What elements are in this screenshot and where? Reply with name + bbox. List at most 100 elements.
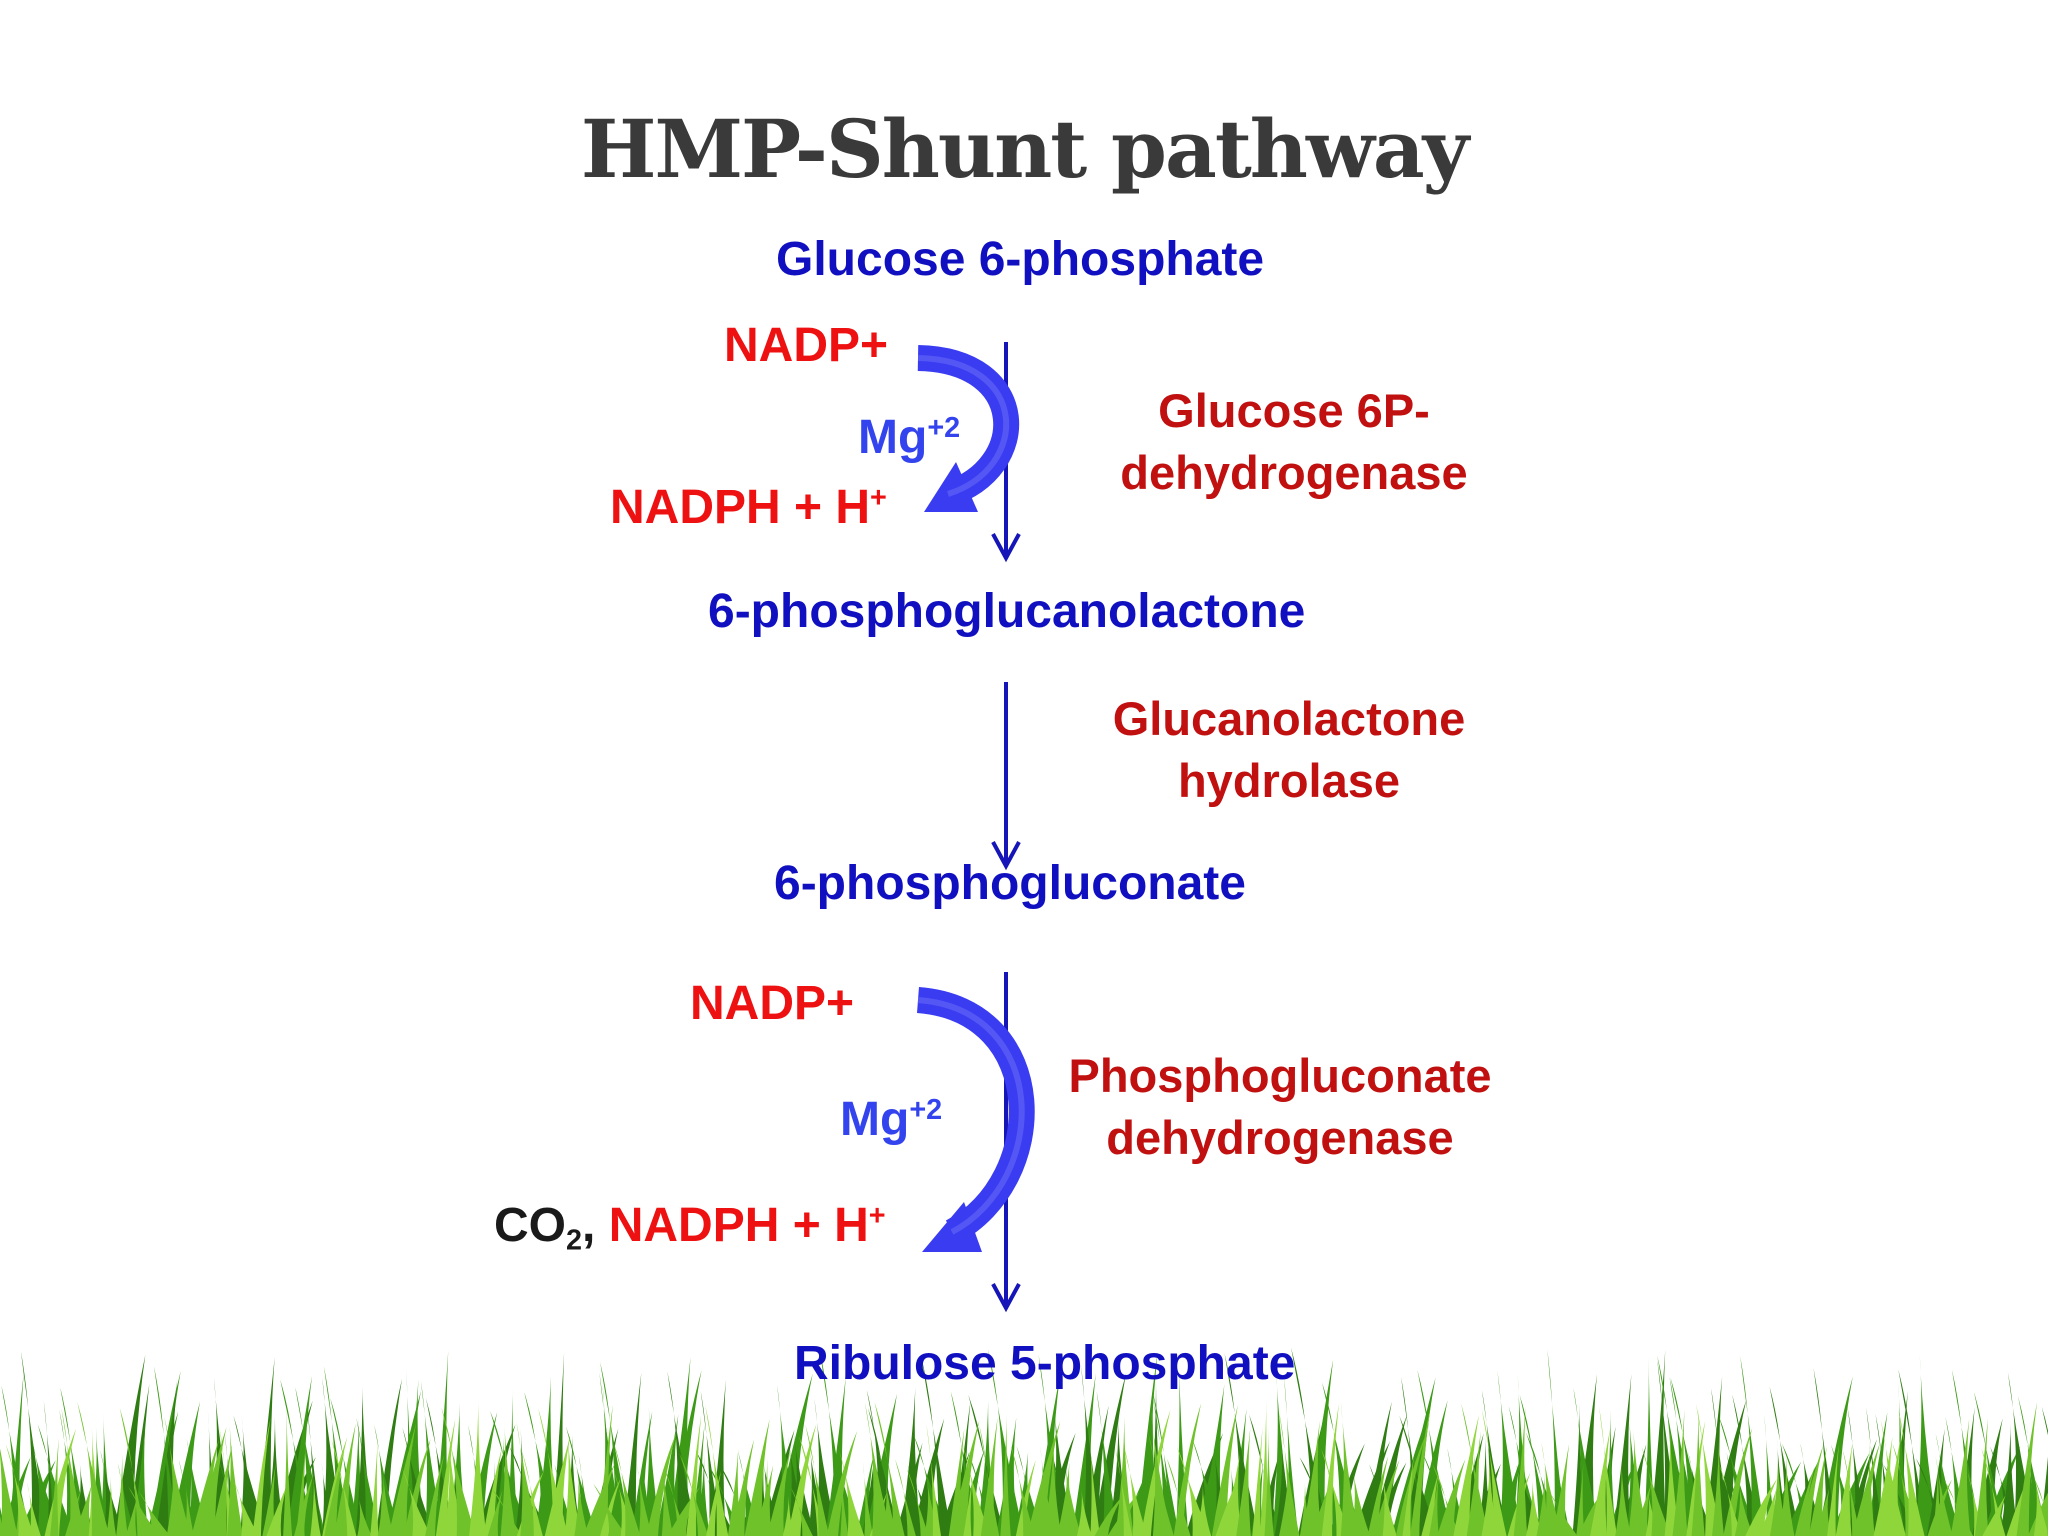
- grass-blade: [1252, 1427, 1263, 1536]
- grass-blade: [1410, 1405, 1431, 1536]
- magnesium-ion-2: Mg+2: [840, 1096, 942, 1144]
- grass-blade: [1096, 1391, 1120, 1536]
- grass-blade: [1175, 1350, 1189, 1536]
- grass-blade: [1935, 1456, 1953, 1536]
- grass-blade: [1148, 1432, 1174, 1536]
- grass-blade: [1695, 1403, 1723, 1536]
- grass-blade: [26, 1481, 41, 1536]
- grass-blade: [1967, 1472, 1986, 1536]
- magnesium-symbol: Mg: [858, 411, 928, 464]
- slide-title: HMP-Shunt pathway: [580, 102, 1469, 196]
- grass-blade: [128, 1486, 159, 1536]
- grass-blade: [1813, 1368, 1838, 1536]
- grass-blade: [1842, 1449, 1861, 1536]
- grass-blade: [1, 1385, 31, 1536]
- grass-blade: [1089, 1430, 1101, 1536]
- nadph-text: NADPH + H: [608, 1199, 869, 1252]
- co2-symbol: CO: [494, 1199, 566, 1252]
- grass-blade: [710, 1379, 726, 1536]
- grass-blade: [1613, 1373, 1632, 1536]
- grass-blade: [234, 1481, 259, 1536]
- grass-blade: [643, 1406, 662, 1536]
- grass-blade: [1115, 1416, 1134, 1536]
- grass-blade: [1215, 1479, 1238, 1536]
- grass-blade: [1982, 1495, 2006, 1536]
- grass-blade: [1432, 1463, 1460, 1536]
- magnesium-ion-1: Mg+2: [858, 414, 960, 462]
- grass-blade: [0, 1448, 18, 1536]
- grass-blade: [679, 1453, 709, 1536]
- grass-blade: [1367, 1456, 1389, 1536]
- grass-blade: [1364, 1401, 1392, 1536]
- grass-blade: [1077, 1487, 1092, 1536]
- grass-blade: [2041, 1406, 2048, 1436]
- grass-blade: [522, 1452, 543, 1536]
- grass-blade: [1633, 1482, 1652, 1536]
- grass-blade: [1391, 1423, 1425, 1536]
- grass-blade: [330, 1397, 362, 1536]
- grass-blade: [1010, 1445, 1035, 1536]
- grass-blade: [1015, 1460, 1036, 1536]
- grass-blade: [1740, 1356, 1766, 1536]
- grass-blade: [1745, 1478, 1778, 1536]
- grass-blade: [1447, 1447, 1466, 1536]
- grass-blade: [296, 1444, 306, 1536]
- grass-blade: [469, 1402, 487, 1536]
- grass-blade: [1048, 1447, 1078, 1536]
- grass-blade: [926, 1423, 942, 1536]
- grass-blade: [1974, 1418, 1989, 1536]
- cofactor-nadp-in-1: NADP+: [724, 319, 889, 372]
- grass-blade: [1950, 1418, 1971, 1536]
- enzyme-line-2: dehydrogenase: [1120, 446, 1468, 499]
- grass-blade: [153, 1366, 180, 1536]
- grass-blade: [1195, 1484, 1212, 1536]
- grass-blade: [700, 1391, 723, 1536]
- grass-blade: [1402, 1455, 1414, 1536]
- grass-blade: [906, 1468, 929, 1536]
- grass-blade: [731, 1439, 755, 1536]
- grass-blade: [1299, 1457, 1339, 1536]
- grass-blade: [1951, 1369, 1982, 1536]
- grass-blade: [862, 1461, 874, 1536]
- grass-blade: [355, 1377, 374, 1536]
- grass-blade: [1115, 1447, 1133, 1536]
- grass-blade: [1340, 1401, 1359, 1536]
- grass-blade: [907, 1465, 942, 1536]
- grass-blade: [1422, 1453, 1460, 1536]
- grass-blade: [334, 1423, 356, 1536]
- grass-blade: [1322, 1382, 1362, 1536]
- magnesium-charge: +2: [909, 1094, 943, 1127]
- grass-blade: [356, 1417, 381, 1536]
- grass-blade: [138, 1491, 171, 1536]
- grass-blade: [1875, 1413, 1895, 1536]
- grass-blade: [212, 1377, 236, 1536]
- grass-blade: [1176, 1446, 1211, 1536]
- grass-blade: [1541, 1443, 1563, 1536]
- grass-blade: [233, 1415, 268, 1536]
- grass-blade: [1686, 1420, 1706, 1536]
- grass-blade: [882, 1476, 898, 1536]
- grass-blade: [482, 1447, 502, 1536]
- grass-blade: [1249, 1414, 1281, 1536]
- grass-blade: [1615, 1461, 1632, 1536]
- grass-blade: [790, 1487, 813, 1536]
- grass-blade: [106, 1475, 117, 1536]
- grass-blade: [128, 1383, 150, 1536]
- co2-separator: ,: [582, 1199, 596, 1252]
- grass-blade: [1236, 1428, 1251, 1536]
- grass-blade: [833, 1448, 861, 1536]
- grass-blade: [1211, 1404, 1238, 1536]
- grass-blade: [219, 1426, 235, 1536]
- grass-blade: [1481, 1408, 1507, 1536]
- grass-blade: [967, 1451, 997, 1536]
- metabolite-6-phosphoglucanolactone: 6-phosphoglucanolactone: [708, 585, 1306, 638]
- grass-blade: [1769, 1386, 1801, 1536]
- grass-blade: [1915, 1354, 1939, 1536]
- grass-blade: [1051, 1396, 1074, 1536]
- grass-blade: [283, 1403, 293, 1536]
- grass-blade: [1321, 1448, 1351, 1536]
- grass-blade: [1712, 1434, 1725, 1536]
- grass-blade: [760, 1457, 771, 1536]
- grass-blade: [1576, 1463, 1585, 1536]
